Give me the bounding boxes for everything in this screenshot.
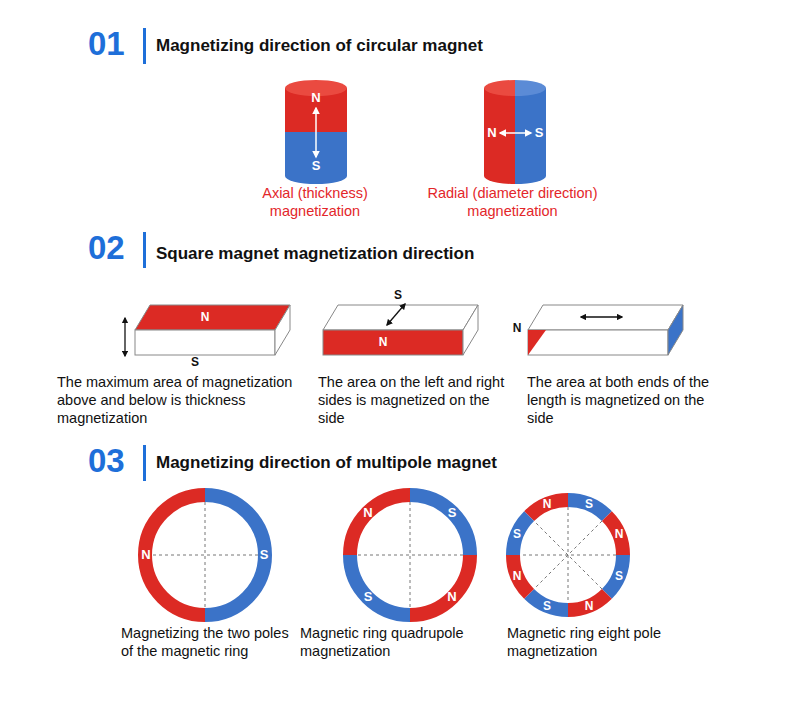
pole-letter: S [537, 597, 557, 615]
pole-divider [410, 502, 411, 608]
section-heading: Magnetizing direction of circular magnet [156, 36, 483, 56]
pole-divider [205, 502, 206, 608]
magnet-figure: N S S N Magnetic ring quadrupole magnetizati… [295, 488, 505, 668]
magnet-figure: N The area at both ends of the length is … [508, 290, 728, 431]
pole-letter: S [579, 495, 599, 513]
ring-magnets [145, 495, 623, 615]
pole-letter: N [442, 588, 462, 606]
pole-letter: S [185, 353, 205, 371]
caption: The area at both ends of the length is m… [527, 373, 727, 427]
pole-letter: S [358, 588, 378, 606]
caption: Radial (diameter direction) magnetizatio… [405, 184, 620, 220]
magnet-figure: S N The area on the left and right sides i… [315, 285, 515, 431]
magnet-figure: N S Magnetizing the two poles of the magne… [115, 488, 295, 688]
section-bar [143, 232, 146, 268]
caption: Magnetizing the two poles of the magneti… [121, 624, 291, 660]
magnet-figure: N S Radial (diameter direction) magnetizat… [405, 76, 620, 226]
pole-letter: N [358, 504, 378, 522]
ring-segment [350, 555, 410, 615]
pole-letter: N [136, 546, 156, 564]
ring-segment [410, 495, 470, 555]
magnet-figure: N S Axial (thickness) magnetization [240, 76, 390, 226]
section-bar [143, 28, 146, 64]
ring-segment [350, 495, 410, 555]
pole-letter: N [507, 567, 527, 585]
pole-letter: S [254, 546, 274, 564]
thickness-block [125, 305, 290, 356]
caption: The maximum area of magnetization above … [57, 373, 302, 427]
section-number: 02 [88, 228, 125, 268]
pole-letter: N [507, 319, 527, 337]
section-heading: Square magnet magnetization direction [156, 244, 474, 264]
magnet-figure: NSSNNSSNMagnetic ring eight pole magneti… [500, 488, 675, 668]
pole-divider [152, 555, 258, 556]
side-block [323, 304, 478, 355]
pole-divider [534, 521, 602, 589]
pole-letter: N [373, 333, 393, 351]
caption: The area on the left and right sides is … [318, 373, 513, 427]
pole-letter: N [306, 89, 326, 107]
axial-cylinder [285, 80, 347, 184]
caption: Axial (thickness) magnetization [240, 184, 390, 220]
pole-letter: S [388, 286, 408, 304]
section-heading: Magnetizing direction of multipole magne… [156, 453, 497, 473]
pole-letter: N [537, 495, 557, 513]
pole-letter: N [195, 308, 215, 326]
caption: Magnetic ring quadrupole magnetization [300, 624, 500, 660]
caption: Magnetic ring eight pole magnetization [507, 624, 672, 660]
pole-letter: S [609, 567, 629, 585]
pole-letter: S [306, 157, 326, 175]
magnet-figure: N S The maximum area of magnetization abov… [55, 290, 305, 431]
pole-letter: N [579, 597, 599, 615]
ring-segment [410, 555, 470, 615]
end-block [528, 305, 683, 355]
pole-letter: N [609, 525, 629, 543]
section-number: 03 [88, 441, 125, 481]
pole-letter: S [529, 124, 549, 142]
pole-divider [357, 555, 463, 556]
section-number: 01 [88, 24, 125, 64]
pole-letter: S [507, 525, 527, 543]
pole-letter: S [442, 504, 462, 522]
section-bar [143, 445, 146, 481]
pole-letter: N [482, 124, 502, 142]
